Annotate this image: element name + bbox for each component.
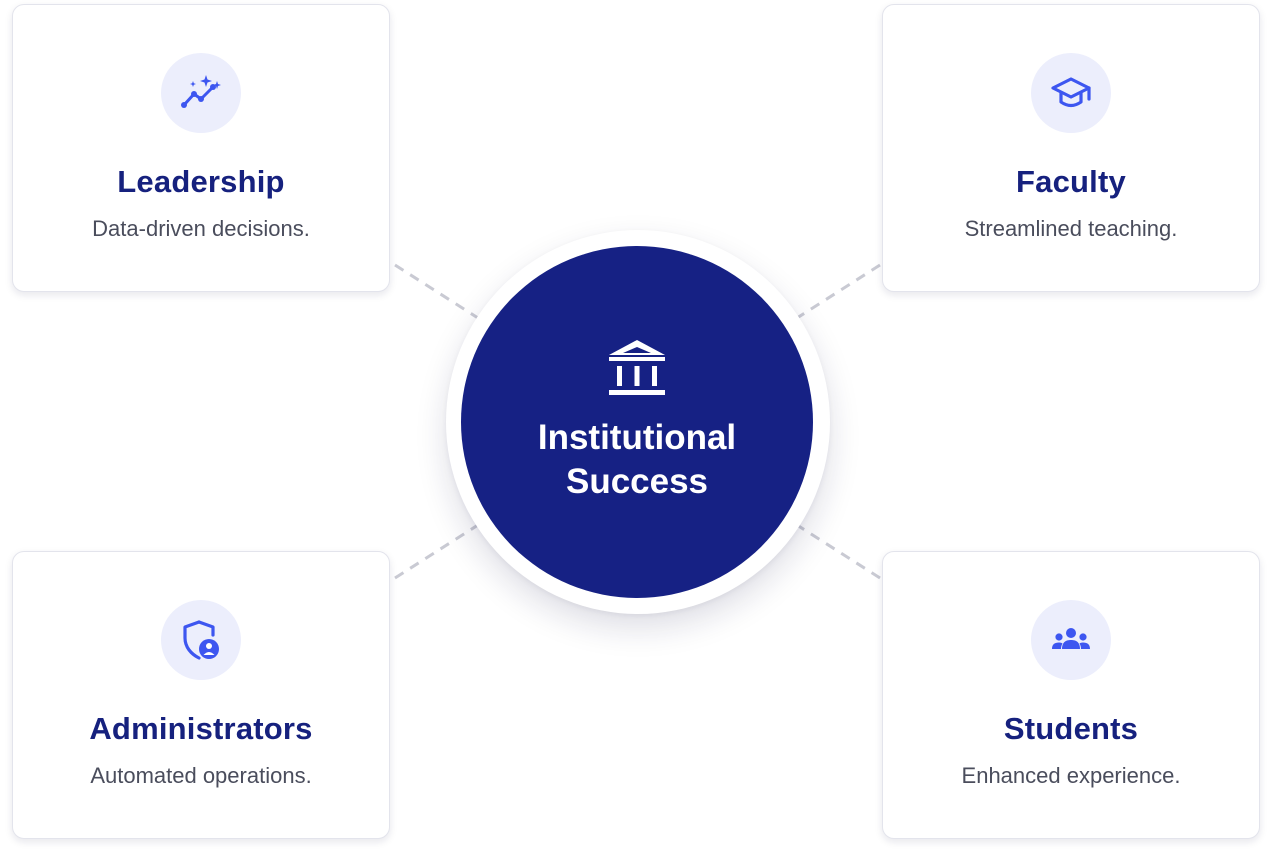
connector-leadership — [394, 263, 479, 320]
leadership-icon-badge — [161, 53, 241, 133]
faculty-description: Streamlined teaching. — [964, 216, 1178, 241]
sparkle-trend-icon — [181, 75, 221, 108]
administrators-icon-badge — [161, 600, 241, 680]
institutional-success-hub: Institutional Success — [461, 246, 813, 598]
hub-title-line-1: Institutional — [537, 418, 737, 457]
card-students: Students Enhanced experience. — [882, 551, 1260, 839]
card-administrators: Administrators Automated operations. — [12, 551, 390, 839]
group-icon — [1052, 628, 1090, 649]
shield-user-icon — [183, 620, 219, 660]
leadership-description: Data-driven decisions. — [92, 216, 310, 241]
connector-administrators — [394, 523, 479, 580]
graduation-cap-icon — [1051, 77, 1091, 108]
hub-title: Institutional Success — [461, 416, 813, 504]
faculty-title: Faculty — [1016, 164, 1126, 199]
connector-students — [796, 523, 881, 580]
connector-faculty — [796, 263, 881, 320]
administrators-title: Administrators — [89, 711, 313, 746]
leadership-title: Leadership — [117, 164, 285, 199]
students-title: Students — [1003, 711, 1139, 746]
hub-title-line-2: Success — [565, 462, 709, 501]
card-leadership: Leadership Data-driven decisions. — [12, 4, 390, 292]
faculty-icon-badge — [1031, 53, 1111, 133]
administrators-description: Automated operations. — [90, 763, 312, 788]
card-faculty: Faculty Streamlined teaching. — [882, 4, 1260, 292]
institution-icon — [609, 340, 665, 395]
students-icon-badge — [1031, 600, 1111, 680]
students-description: Enhanced experience. — [961, 763, 1181, 788]
